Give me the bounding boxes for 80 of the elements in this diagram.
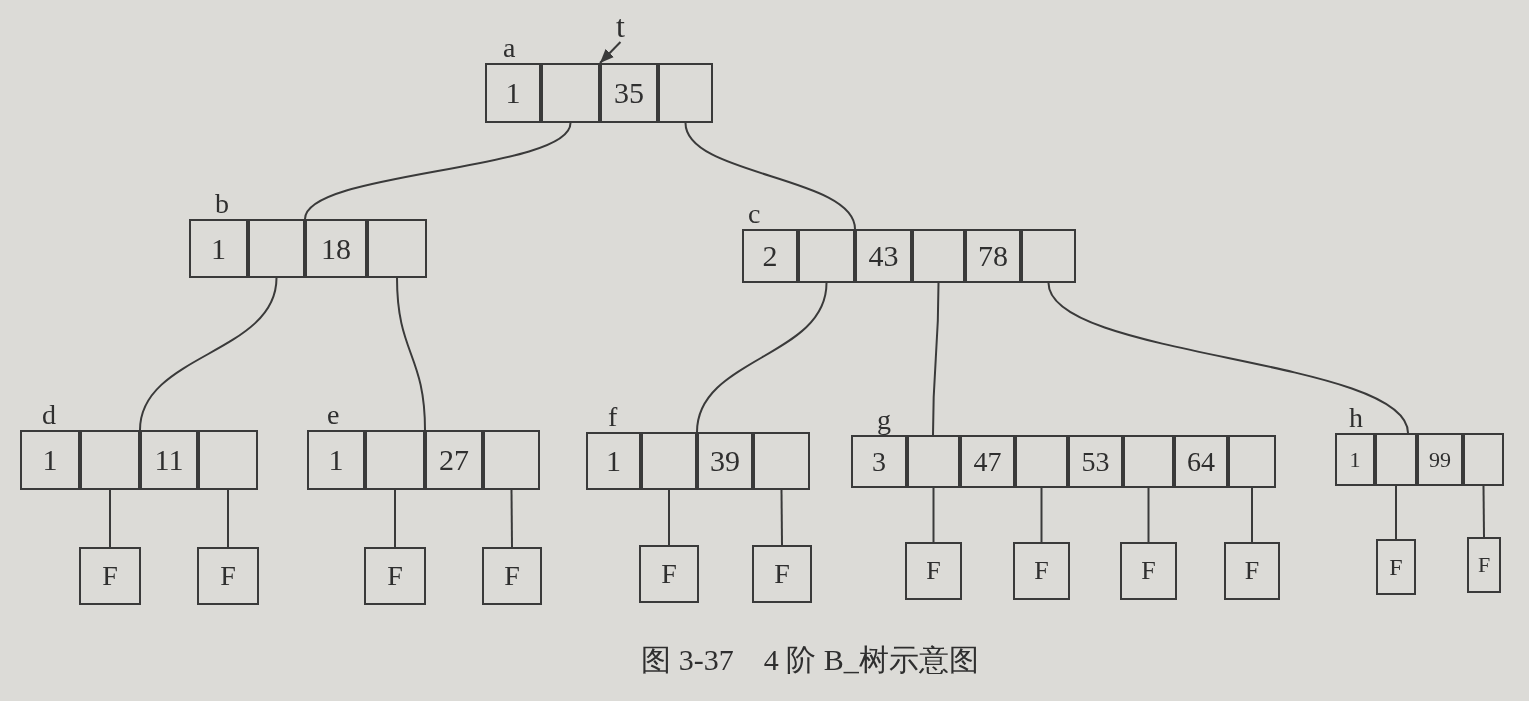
key-cell: 99 <box>1417 433 1463 486</box>
pointer-cell <box>248 219 305 278</box>
pointer-cell <box>483 430 540 490</box>
variable-label: t <box>616 10 625 42</box>
connector-line <box>780 489 783 546</box>
pointer-cell <box>1375 433 1417 486</box>
leaf-box: F <box>1120 542 1177 600</box>
pointer-cell <box>658 63 713 123</box>
pointer-cell <box>541 63 600 123</box>
leaf-box: F <box>1224 542 1280 600</box>
node-label: f <box>608 402 618 432</box>
key-cell: 35 <box>600 63 658 123</box>
pointer-cell <box>1463 433 1504 486</box>
key-cell: 1 <box>1335 433 1375 486</box>
connector-line <box>510 489 513 548</box>
connector-line <box>396 277 426 431</box>
key-cell: 64 <box>1174 435 1228 488</box>
pointer-cell <box>1015 435 1068 488</box>
connector-line <box>932 487 935 543</box>
leaf-box: F <box>1376 539 1416 595</box>
pointer-cell <box>1123 435 1174 488</box>
connector-line <box>139 277 278 431</box>
key-cell: 39 <box>697 432 753 490</box>
connector-line <box>1395 485 1397 540</box>
pointer-cell <box>1021 229 1076 283</box>
key-cell: 18 <box>305 219 367 278</box>
connector-line <box>1147 487 1150 543</box>
leaf-box: F <box>905 542 962 600</box>
pointer-cell <box>753 432 810 490</box>
key-cell: 1 <box>307 430 365 490</box>
pointer-cell <box>798 229 855 283</box>
key-cell: 47 <box>960 435 1015 488</box>
connector-line <box>1047 282 1409 434</box>
key-cell: 1 <box>485 63 541 123</box>
leaf-box: F <box>639 545 699 603</box>
key-cell: 78 <box>965 229 1021 283</box>
figure-caption: 图 3-37 4 阶 B_树示意图 <box>641 643 979 677</box>
leaf-box: F <box>1467 537 1501 593</box>
pointer-cell <box>907 435 960 488</box>
leaf-box: F <box>79 547 141 605</box>
connector-line <box>684 122 856 230</box>
connector-line <box>109 489 111 548</box>
node-label: b <box>215 189 229 219</box>
leaf-box: F <box>752 545 812 603</box>
node-label: a <box>503 33 516 63</box>
connector-line <box>1040 487 1043 543</box>
node-label: g <box>877 405 891 435</box>
connector-line <box>394 489 396 548</box>
leaf-box: F <box>1013 542 1070 600</box>
connector-line <box>304 122 572 220</box>
key-cell: 43 <box>855 229 912 283</box>
key-cell: 1 <box>586 432 641 490</box>
connector-line <box>227 489 229 548</box>
arrow <box>599 41 622 64</box>
key-cell: 27 <box>425 430 483 490</box>
pointer-cell <box>641 432 697 490</box>
node-label: e <box>327 400 340 430</box>
pointer-cell <box>367 219 427 278</box>
node-label: c <box>748 199 761 229</box>
key-cell: 53 <box>1068 435 1123 488</box>
node-label: h <box>1349 403 1363 433</box>
pointer-cell <box>365 430 425 490</box>
leaf-box: F <box>482 547 542 605</box>
pointer-cell <box>912 229 965 283</box>
pointer-cell <box>198 430 258 490</box>
leaf-box: F <box>364 547 426 605</box>
connector-line <box>1251 487 1253 543</box>
key-cell: 3 <box>851 435 907 488</box>
node-label: d <box>42 400 56 430</box>
connector-line <box>668 489 670 546</box>
pointer-cell <box>80 430 140 490</box>
key-cell: 11 <box>140 430 198 490</box>
leaf-box: F <box>197 547 259 605</box>
pointer-cell <box>1228 435 1276 488</box>
key-cell: 1 <box>189 219 248 278</box>
connector-line <box>696 282 828 433</box>
connector-line <box>932 282 940 436</box>
key-cell: 2 <box>742 229 798 283</box>
connector-line <box>1482 485 1485 538</box>
key-cell: 1 <box>20 430 80 490</box>
